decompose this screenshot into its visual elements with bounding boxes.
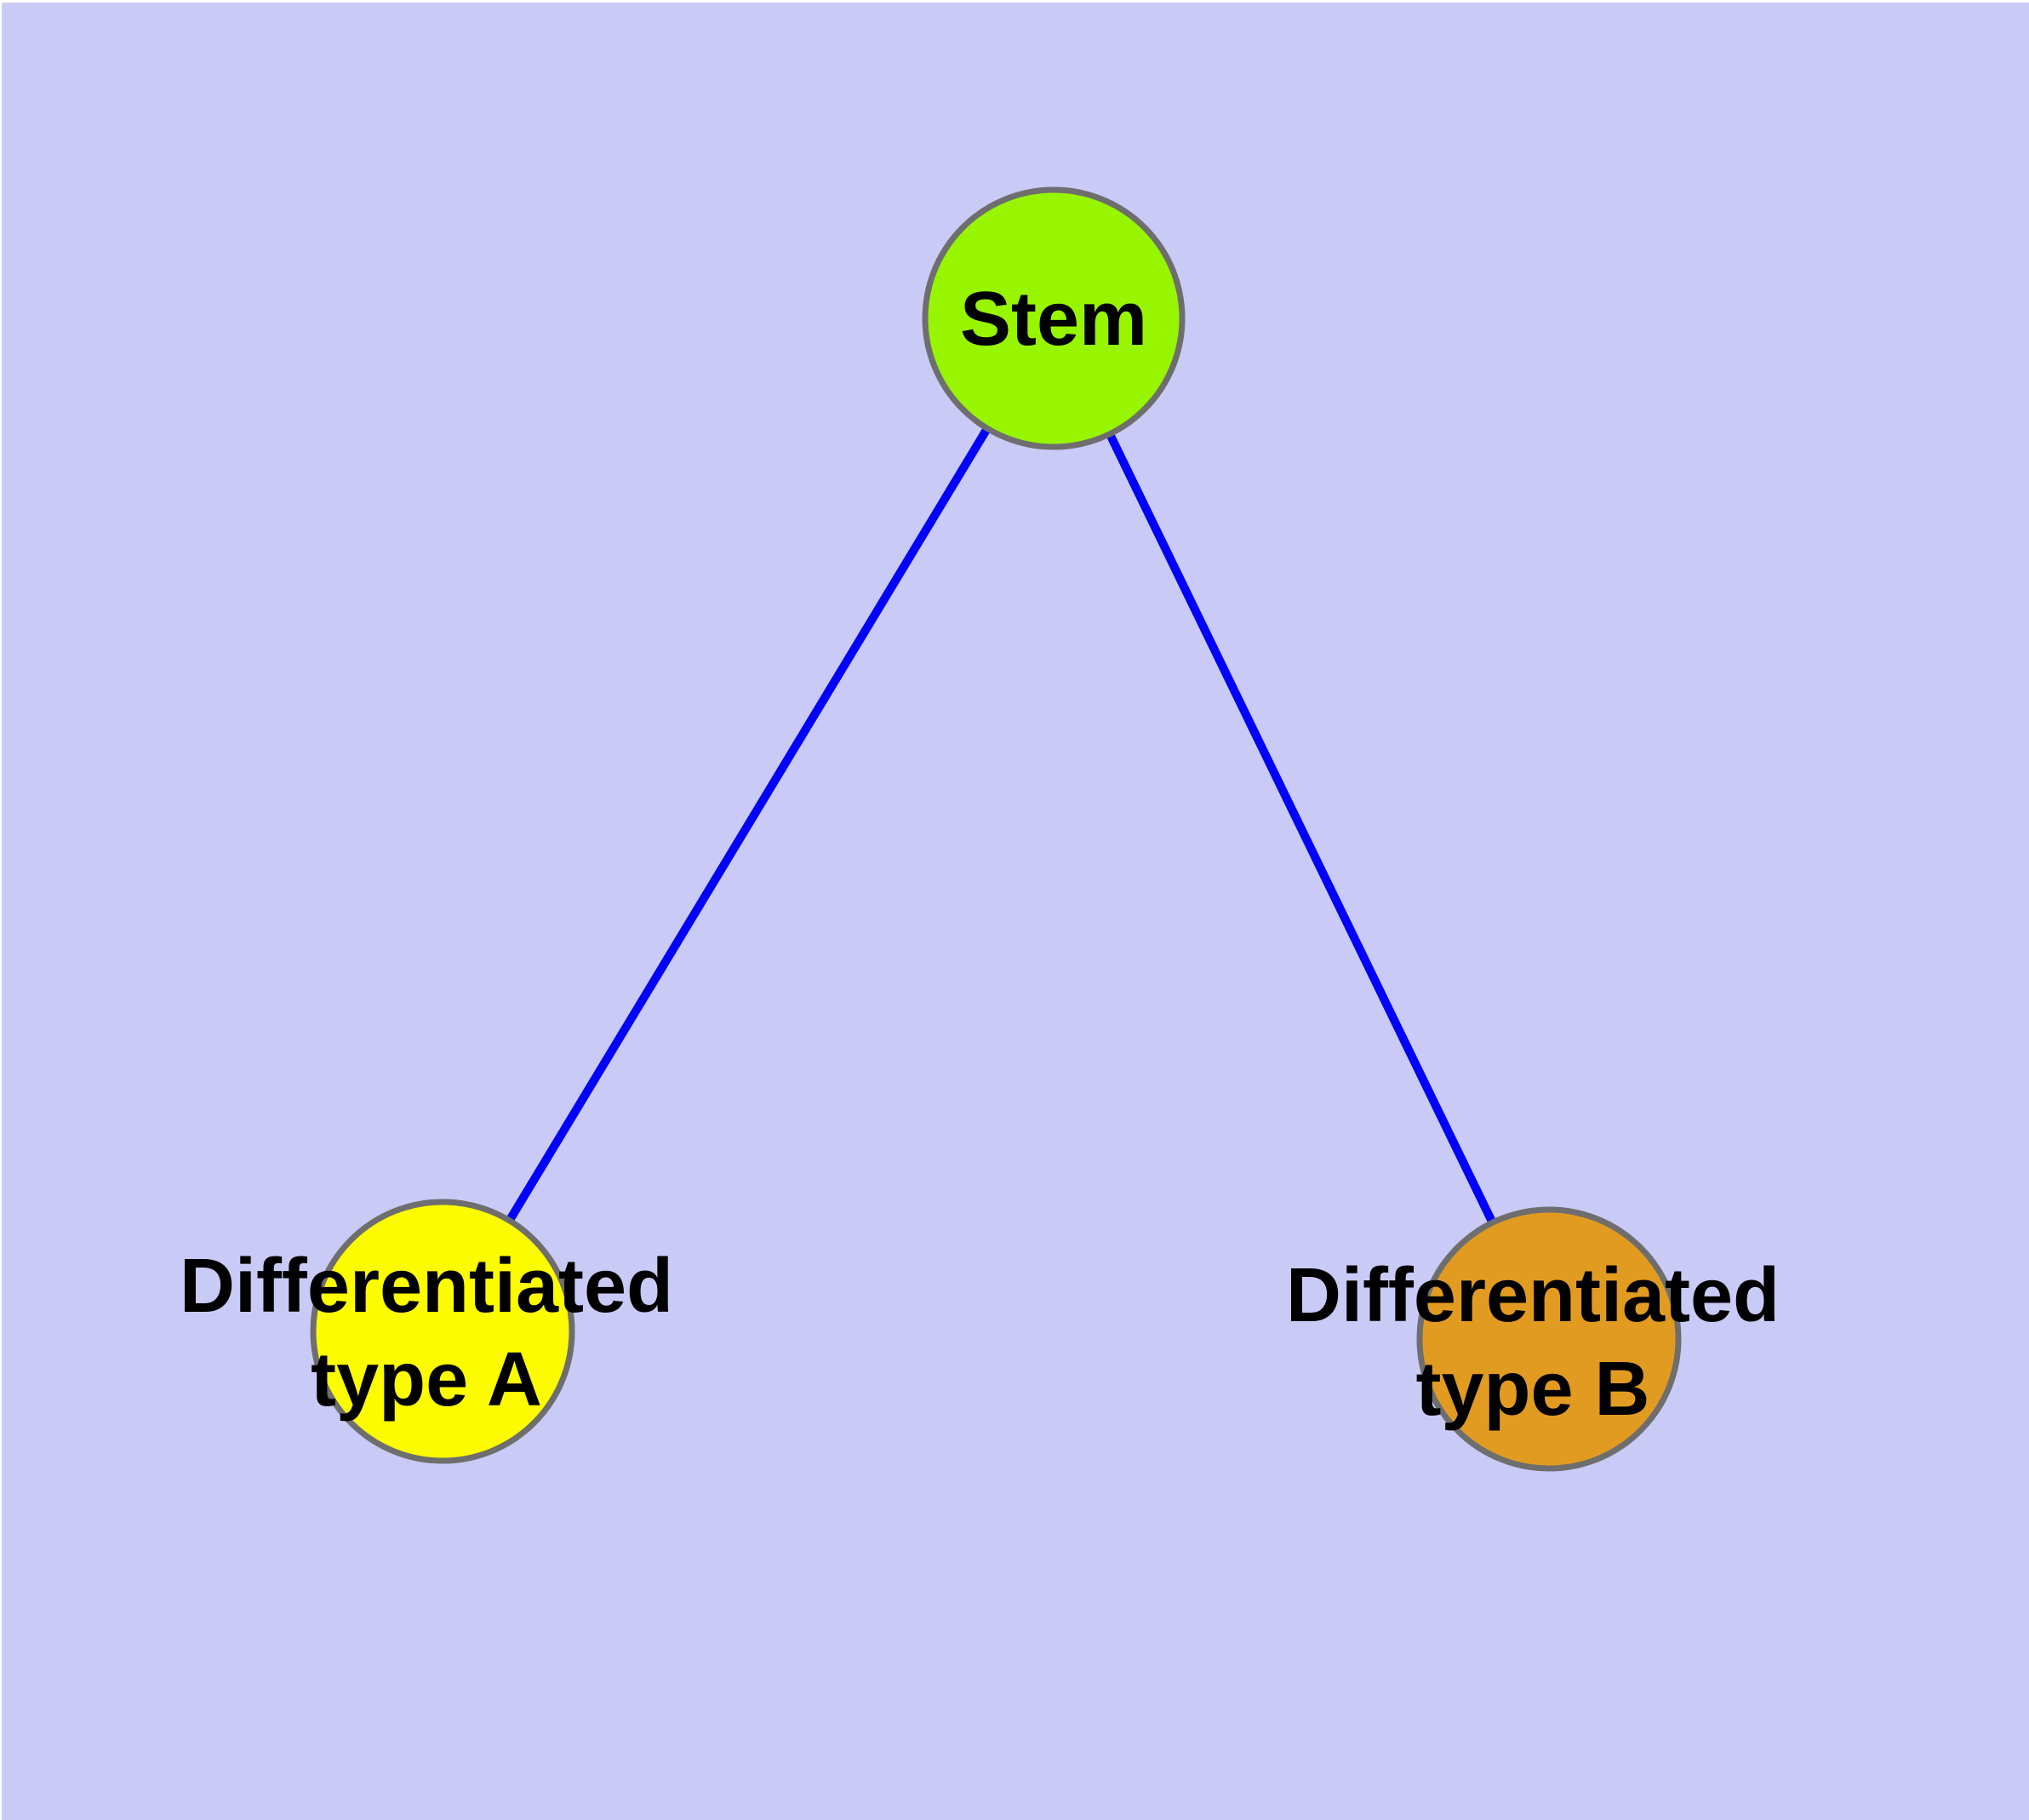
edge-stem-typeA[interactable] bbox=[438, 316, 1058, 1334]
edges-layer bbox=[438, 316, 1553, 1342]
nodes-layer bbox=[310, 186, 1682, 1472]
node-typeB[interactable] bbox=[1416, 1206, 1682, 1472]
edge-stem-typeB[interactable] bbox=[1049, 316, 1553, 1342]
node-typeA[interactable] bbox=[310, 1199, 575, 1464]
node-stem[interactable] bbox=[922, 186, 1186, 450]
node-label-stem: Stem bbox=[960, 277, 1147, 362]
